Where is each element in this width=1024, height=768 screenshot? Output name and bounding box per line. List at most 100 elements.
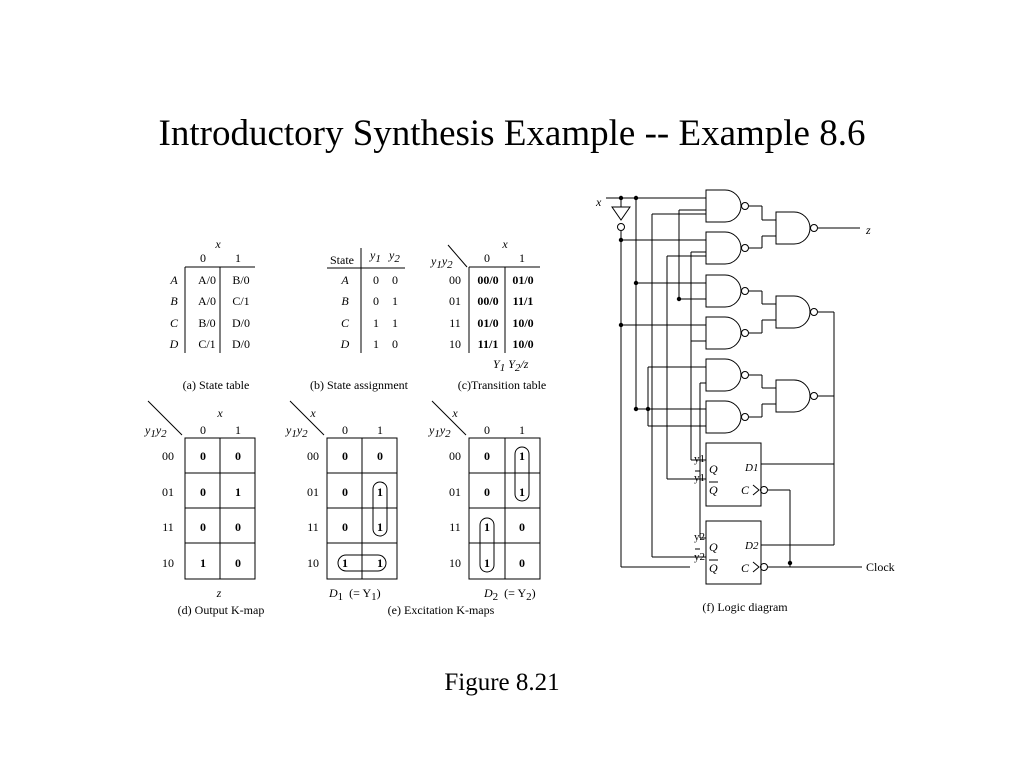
ff2-c-label: C (741, 561, 750, 575)
assignment-state: C (341, 316, 350, 330)
kmap-row-label: 10 (449, 556, 461, 570)
state-table-cell: C/1 (198, 337, 215, 351)
nand-gate (705, 274, 742, 308)
assignment-header: State (330, 253, 354, 267)
ff2-d-label: D2 (744, 540, 759, 552)
assignment-bit: 0 (373, 273, 379, 287)
state-table-state: A (169, 273, 178, 287)
kmap-corner-diagonal (147, 400, 183, 436)
kmap-cell: 0 (342, 520, 348, 534)
kmap-cell: 0 (200, 449, 206, 463)
ff1-clock-bubble (760, 486, 768, 494)
state-table-cell: D/0 (232, 337, 250, 351)
kmap-function-label: D2(= Y2) (483, 586, 536, 603)
ff2-q-label: Q (709, 540, 718, 554)
kmap-cell: 0 (235, 520, 241, 534)
ff2-clock-bubble (760, 563, 768, 571)
kmap-cell: 0 (519, 520, 525, 534)
kmap-grouping-loop (337, 554, 387, 572)
kmap-col-label: 0 (484, 423, 490, 437)
transition-col-0: 0 (484, 251, 490, 265)
transition-code: 11 (449, 316, 461, 330)
kmap-cell: 0 (235, 556, 241, 570)
transition-code: 00 (449, 273, 461, 287)
nand-gate (705, 400, 742, 434)
figure-caption: Figure 8.21 (444, 669, 560, 696)
transition-cell: 10/0 (512, 337, 533, 351)
transition-cell: 11/1 (513, 294, 534, 308)
nand-gate (775, 379, 811, 413)
state-table-cell: A/0 (198, 273, 216, 287)
state-table-state: C (170, 316, 179, 330)
state-table-cell: B/0 (232, 273, 249, 287)
state-assignment: State y1 y2 A 0 0 B 0 1 C 1 1 D 1 0 (b) … (310, 248, 409, 392)
ff1-q-label: Q (709, 462, 718, 476)
assignment-bit: 0 (392, 273, 398, 287)
kmap-d1: x 0 1 y1y2 00 01 11 10 0 0 0 1 0 1 1 1 D… (285, 400, 398, 603)
kmap-cell: 1 (235, 485, 241, 499)
kmap-row-var: y1y2 (428, 423, 451, 440)
kmap-input-var: x (309, 406, 316, 420)
kmap-row-label: 11 (162, 520, 174, 534)
transition-row-var: y1y2 (430, 254, 453, 271)
kmap-input-var: x (216, 406, 223, 420)
kmap-row-label: 00 (307, 449, 319, 463)
transition-cell: 01/0 (512, 273, 533, 287)
state-table-label: (a) State table (183, 378, 250, 392)
transition-corner-diagonal (447, 244, 468, 268)
assignment-bit: 1 (373, 337, 379, 351)
logic-diagram-label: (f) Logic diagram (702, 600, 788, 614)
input-x-label: x (595, 195, 602, 209)
kmap-row-label: 11 (307, 520, 319, 534)
nand-gate (775, 295, 811, 329)
state-assignment-label: (b) State assignment (310, 378, 409, 392)
state-table: x 0 1 A A/0 B/0 B A/0 C/1 C B/0 D/0 D C/… (169, 237, 255, 392)
state-table-input-var: x (214, 237, 221, 251)
kmap-cell: 0 (377, 449, 383, 463)
excitation-kmaps-label: (e) Excitation K-maps (388, 603, 495, 617)
kmap-cell: 0 (519, 556, 525, 570)
kmap-input-var: x (451, 406, 458, 420)
transition-cell: 11/1 (478, 337, 499, 351)
nand-gate (705, 358, 742, 392)
ff1-d-label: D1 (744, 462, 758, 474)
kmap-cell: 1 (484, 520, 490, 534)
ff1-qbar-label: Q (709, 483, 718, 497)
transition-table-label: (c)Transition table (458, 378, 547, 392)
state-table-cell: A/0 (198, 294, 216, 308)
assignment-var: y2 (388, 248, 400, 265)
kmap-row-label: 10 (307, 556, 319, 570)
assignment-bit: 0 (392, 337, 398, 351)
transition-cell: 00/0 (477, 273, 498, 287)
output-kmap-label: (d) Output K-map (178, 603, 265, 617)
kmap-function-label: D1(= Y1) (328, 586, 381, 603)
kmap-grouping-loop (479, 517, 495, 573)
state-table-cell: C/1 (232, 294, 249, 308)
kmap-col-label: 0 (342, 423, 348, 437)
transition-table: x 0 1 y1y2 00 00/0 01/0 01 00/0 11/1 11 … (430, 237, 546, 392)
kmap-cell: 1 (377, 485, 383, 499)
transition-col-1: 1 (519, 251, 525, 265)
kmap-grouping-loop (372, 481, 388, 537)
state-table-state: D (169, 337, 179, 351)
kmap-d2: x 0 1 y1y2 00 01 11 10 0 1 0 1 1 0 1 0 D… (388, 400, 541, 617)
kmap-cell: 0 (342, 449, 348, 463)
kmap-col-label: 1 (377, 423, 383, 437)
ff1-output-bar-label: y1 (694, 472, 705, 484)
nand-gate (775, 211, 811, 245)
kmap-cell: 0 (342, 485, 348, 499)
transition-code: 01 (449, 294, 461, 308)
transition-cell: 10/0 (512, 316, 533, 330)
nand-gate (705, 189, 742, 223)
assignment-bit: 0 (373, 294, 379, 308)
state-table-col-0: 0 (200, 251, 206, 265)
kmap-cell: 1 (200, 556, 206, 570)
kmap-row-label: 01 (162, 485, 174, 499)
ff1-c-label: C (741, 483, 750, 497)
kmap-row-var: y1y2 (285, 423, 308, 440)
kmap-output: x 0 1 y1y2 00 01 11 10 0 0 0 1 0 0 1 0 z… (144, 400, 265, 617)
kmap-cell: 0 (200, 485, 206, 499)
kmap-row-label: 00 (449, 449, 461, 463)
kmap-cell: 0 (484, 485, 490, 499)
transition-code: 10 (449, 337, 461, 351)
